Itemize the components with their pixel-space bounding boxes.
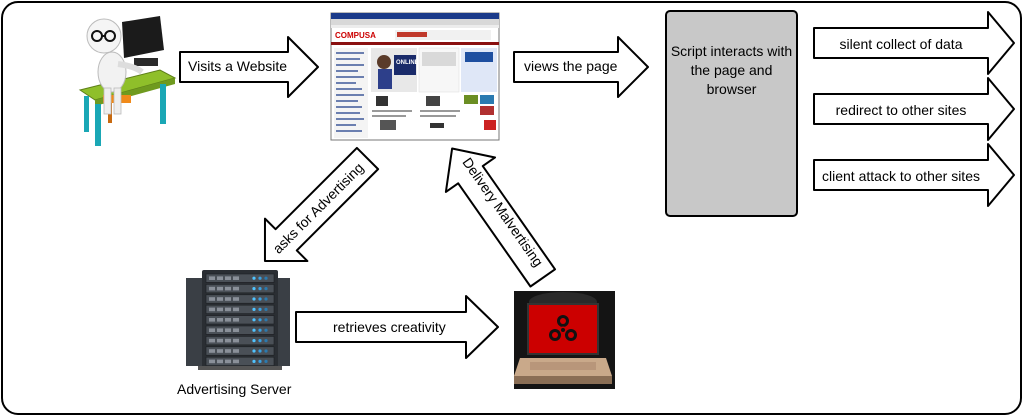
label-views-page: views the page <box>524 58 618 74</box>
script-box <box>665 10 798 217</box>
script-box-text: Script interacts with the page and brows… <box>670 43 793 97</box>
arrow-visits <box>179 36 319 98</box>
outcome-collect-data: silent collect of data <box>839 36 963 52</box>
arrow-retrieves <box>295 295 499 359</box>
outcome-redirect: redirect to other sites <box>835 102 967 118</box>
arrow-asks <box>263 146 380 263</box>
screenshot-logo: COMPUSA <box>335 31 376 40</box>
arrow-views <box>513 36 649 98</box>
screenshot-banner: ONLINE ONLY <box>396 60 436 66</box>
malware-laptop-icon <box>514 291 615 389</box>
user-at-computer-icon <box>78 16 177 146</box>
browser-screenshot: COMPUSA ONLINE ONLY <box>330 12 500 141</box>
outcome-client-attack: client attack to other sites <box>822 168 980 184</box>
arrow-outcome-3 <box>813 143 1015 207</box>
server-rack-icon <box>186 270 290 370</box>
server-label: Advertising Server <box>177 381 292 397</box>
arrow-outcome-1 <box>813 11 1015 75</box>
arrow-delivery <box>444 147 557 288</box>
label-retrieves-creativity: retrieves creativity <box>333 319 446 335</box>
arrow-outcome-2 <box>813 77 1015 141</box>
label-visits-website: Visits a Website <box>188 58 288 74</box>
